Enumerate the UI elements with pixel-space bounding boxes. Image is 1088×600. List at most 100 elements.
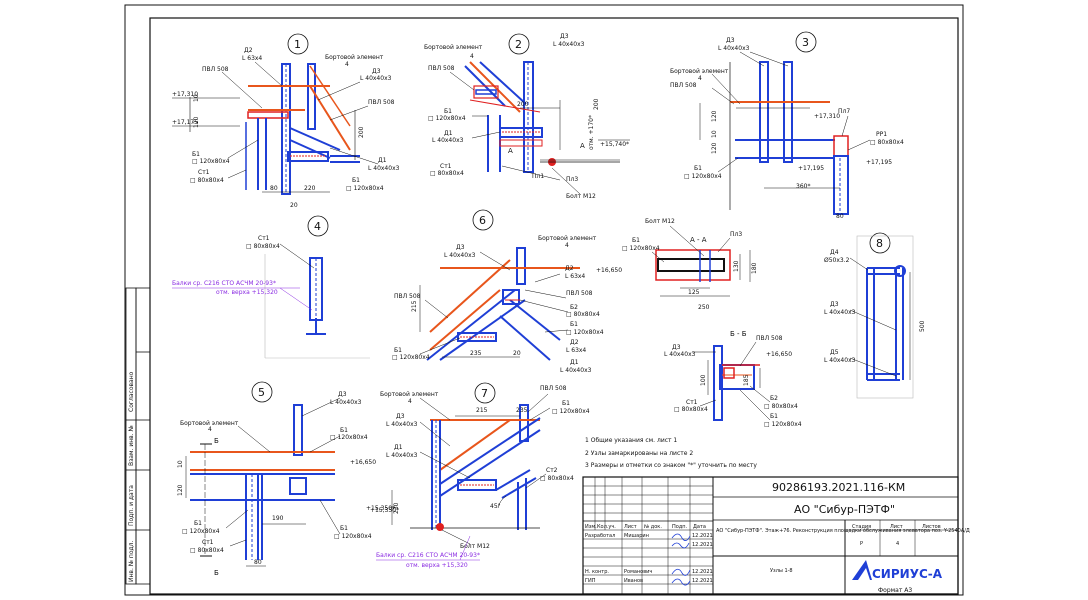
d5-label-d3-prof: L 40х40х3 [330, 399, 362, 406]
general-notes: 1 Общие указания см. лист 1 2 Узлы замар… [585, 437, 757, 469]
d6-label-d2b-prof: L 63х4 [566, 347, 586, 354]
d1-label-d1: Д1 [378, 157, 387, 164]
d6-label-d2: Д2 [565, 265, 574, 272]
aa-dim-180: 180 [751, 262, 758, 274]
stage-value: Р [860, 541, 863, 547]
row-1-role: Разработал [585, 533, 615, 539]
col-izm: Изм. [585, 524, 597, 530]
org-name: АО "Сибур-ПЭТФ" [794, 503, 895, 516]
d6-label-bort: Бортовой элемент [538, 235, 597, 242]
d1-label-d3-prof: L 40х40х3 [360, 75, 392, 82]
d6-label-d1-prof: L 40х40х3 [560, 367, 592, 374]
d5-level-2: +15,350* [370, 507, 399, 514]
d7-label-bort: Бортовой элемент [380, 391, 439, 398]
d5-dim-190: 190 [272, 515, 284, 522]
d8-label-d5-prof: L 40х40х3 [824, 357, 856, 364]
aa-dim-125: 125 [688, 289, 700, 296]
signature-1 [671, 533, 691, 541]
d5-level-1: +16,650 [350, 459, 376, 466]
d4-note-2: отм. верха +15,320 [216, 289, 278, 296]
d6-label-d1: Д1 [570, 359, 579, 366]
d6-label-pvl2: ПВЛ 508 [566, 290, 593, 297]
d3-level-2: +17,195 [798, 165, 824, 172]
detail-1: 1 10 120 80 220 20 200 +17,310 +17,175 [172, 33, 400, 209]
d5-label-st1-prof: □ 80х80х4 [190, 547, 224, 554]
d3-label-b1-prof: □ 120х80х4 [684, 173, 722, 180]
sheet-title: Узлы 1-8 [770, 568, 793, 574]
d1-label-pvl2: ПВЛ 508 [368, 99, 395, 106]
d3-label-d3-prof: L 40х40х3 [718, 45, 750, 52]
d8-label-d5: Д5 [830, 349, 839, 356]
d6-label-b1-prof: □ 120х80х4 [566, 329, 604, 336]
signature-2 [671, 542, 690, 549]
d7-dim-215: 215 [476, 407, 488, 414]
sheets-header: Листов [922, 524, 941, 530]
d1-level-1: +17,310 [172, 91, 198, 98]
d3-label-rr1: РР1 [876, 131, 887, 138]
d6-label-d2b: Д2 [570, 339, 579, 346]
bb-label-b1-prof: □ 120х80х4 [764, 421, 802, 428]
d2-dim-otm: отм. +170* [588, 115, 595, 150]
d3-level-1: +17,310 [814, 113, 840, 120]
d5-label-bort: Бортовой элемент [180, 420, 239, 427]
d1-dim-220: 220 [304, 185, 316, 192]
row-1-date: 12.2021 [692, 533, 713, 539]
d3-dim-360: 360* [796, 183, 810, 190]
left-strip: Согласовано Взам. инв. № Подп. и дата Ин… [125, 287, 151, 585]
d8-dim-500: 500 [919, 320, 926, 332]
detail-6: 6 215 235 20 Д3 L 40х40х3 Бортовой элеме… [392, 209, 622, 374]
d1-label-b1: Б1 [192, 151, 200, 158]
d2-label-b1-prof: □ 120х80х4 [428, 115, 466, 122]
row-1-name: Мишарин [624, 533, 649, 539]
d5-label-b1b: Б1 [194, 520, 202, 527]
desc-line: АО "Сибур-ПЭТФ". Этаж+76. Реконструкция … [716, 528, 970, 534]
d6-label-b1: Б1 [570, 321, 578, 328]
format-label: Формат А3 [878, 587, 912, 594]
d7-label-st2-prof: □ 80х80х4 [540, 475, 574, 482]
d1-label-d1-prof: L 40х40х3 [368, 165, 400, 172]
d6-label-b1b-prof: □ 120х80х4 [392, 354, 430, 361]
row-3-name: Романович [624, 569, 652, 575]
d7-label-bolt: Болт М12 [460, 543, 490, 550]
d1-label-d2: Д2 [244, 47, 253, 54]
d6-label-d2-prof: L 63х4 [565, 273, 585, 280]
d6-label-d3: Д3 [456, 244, 465, 251]
detail-8: 8 500 Д4 Ø50х3.2 Д3 L 40х40х3 Д5 L 40х40… [824, 232, 926, 399]
row-4-role: ГИП [585, 578, 596, 584]
section-aa: А - А 130 180 125 250 Болт М12 Б1 □ 120х… [622, 218, 758, 311]
d2-label-d1: Д1 [444, 130, 453, 137]
sheet-outer-border [124, 4, 964, 596]
row-4-name: Иванов [624, 578, 643, 584]
aa-label-b1-prof: □ 120х80х4 [622, 245, 660, 252]
d7-label-st2: Ст2 [546, 467, 558, 474]
d7-label-d1-prof: L 40х40х3 [386, 452, 418, 459]
d6-label-b2-prof: □ 80х80х4 [566, 311, 600, 318]
d6-label-b1b: Б1 [394, 347, 402, 354]
d2-label-d3: Д3 [560, 33, 569, 40]
title-block: 90286193.2021.116-КМ АО "Сибур-ПЭТФ" Изм… [582, 476, 970, 595]
d7-dim-235: 235 [516, 407, 528, 414]
d3-label-b1: Б1 [694, 165, 702, 172]
d8-label-d3-prof: L 40х40х3 [824, 309, 856, 316]
stage-header: Стадия [852, 524, 871, 530]
d3-label-rr1-prof: □ 80х80х4 [870, 139, 904, 146]
bb-label-b1: Б1 [770, 413, 778, 420]
d7-level: +15,350* [366, 505, 395, 512]
d2-label-a1: А [508, 147, 513, 155]
detail-4-number: 4 [314, 220, 321, 233]
d7-label-b1-prof: □ 120х80х4 [552, 408, 590, 415]
d1-dim-80: 80 [270, 185, 278, 192]
section-bb: Б - Б 100 185 ПВЛ 508 +16,650 Д3 L 40х40… [664, 330, 802, 428]
doc-code: 90286193.2021.116-КМ [772, 481, 905, 494]
d3-dim-120a: 120 [711, 110, 718, 122]
detail-3-number: 3 [802, 36, 809, 49]
aa-title: А - А [690, 236, 707, 244]
d7-dim-45: 45° [490, 503, 501, 510]
d2-label-pl3: Пл3 [566, 176, 578, 183]
row-3-role: Н. контр. [585, 569, 609, 575]
aa-label-b1: Б1 [632, 237, 640, 244]
d1-level-2: +17,175 [172, 119, 198, 126]
d2-label-bort: Бортовой элемент [424, 44, 483, 51]
bb-label-b2: Б2 [770, 395, 778, 402]
